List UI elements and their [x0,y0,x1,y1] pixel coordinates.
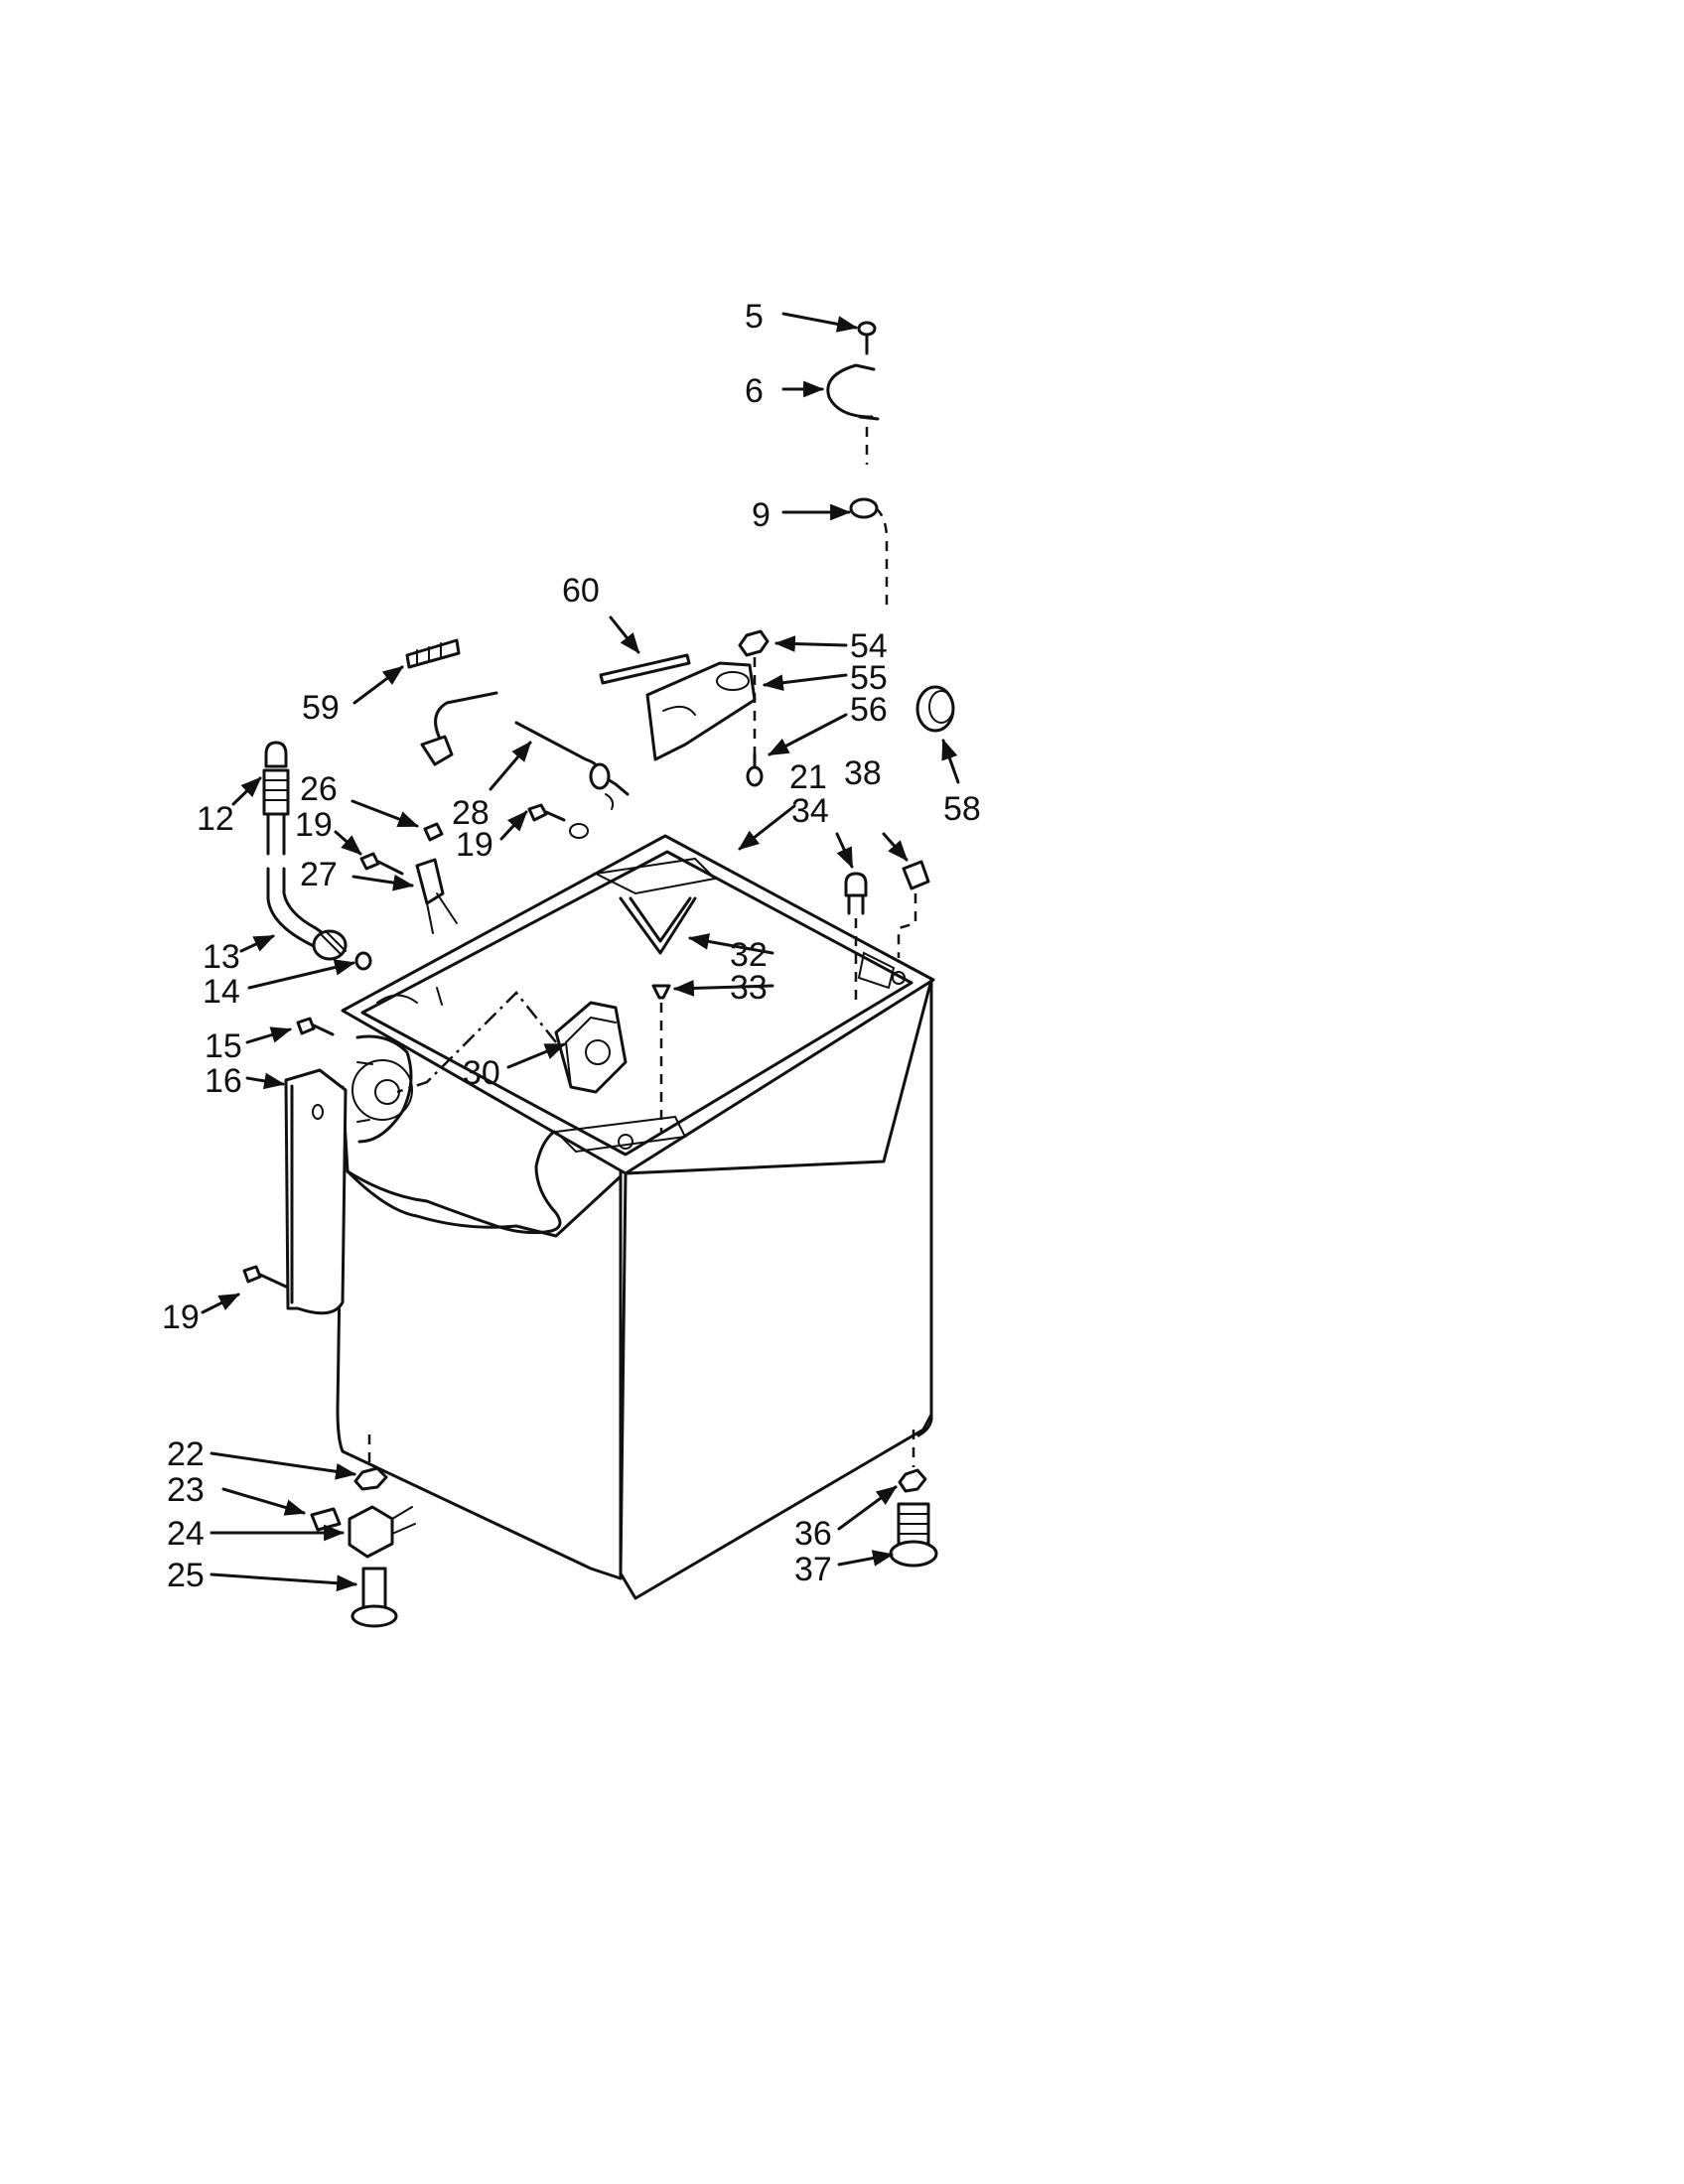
callout-28: 28 [452,794,490,832]
callout-25: 25 [167,1557,205,1594]
callout-19c: 19 [162,1298,200,1336]
callout-9: 9 [752,496,771,534]
part-strip-60 [599,653,691,685]
callout-21: 21 [789,758,827,796]
part-plug-58 [915,685,955,733]
callout-54: 54 [850,627,888,665]
callout-22: 22 [167,1435,205,1473]
cabinet [336,834,935,1600]
part-switch-27 [415,858,445,905]
part-clamp-6 [826,363,880,421]
callout-60: 60 [562,572,600,610]
part-foot-25 [351,1567,398,1628]
callout-33: 33 [730,969,768,1007]
callout-55: 55 [850,659,888,697]
part-timer-30 [396,991,628,1094]
part-tube-13 [262,741,348,961]
callout-12: 12 [197,800,234,838]
callout-15: 15 [205,1027,242,1065]
callout-23: 23 [167,1471,205,1509]
callout-27: 27 [300,856,338,893]
callout-5: 5 [745,298,764,336]
callout-14: 14 [203,973,240,1011]
part-spring-32 [619,896,697,955]
part-nut-22 [353,1466,388,1491]
parts [242,321,955,1628]
part-ring-9 [849,497,879,519]
part-screw-5 [857,321,877,355]
leader-lines [201,312,960,1592]
callout-59: 59 [302,689,340,727]
callout-19b: 19 [456,826,493,864]
part-panel-16 [284,1068,348,1315]
callout-24: 24 [167,1515,205,1553]
callout-58: 58 [943,790,981,828]
part-washer-14 [354,951,372,971]
callout-labels: 5 6 9 60 54 55 56 58 59 12 26 28 19 19 2… [162,298,981,1594]
callout-37: 37 [794,1551,832,1588]
callout-30: 30 [463,1054,500,1092]
callout-16: 16 [205,1062,242,1100]
part-bolt-56 [746,752,764,787]
part-pin-23 [310,1507,342,1532]
part-clip-38 [902,860,930,890]
callout-38: 38 [844,754,882,792]
callout-26: 26 [300,770,338,808]
callout-32: 32 [730,936,768,974]
part-bolt-33 [651,984,671,1000]
callout-34: 34 [791,792,829,830]
callout-13: 13 [203,938,240,976]
part-block-24 [348,1505,394,1559]
part-screw-19b [527,803,548,822]
part-foot-37 [889,1502,938,1568]
part-screw-15 [296,1017,316,1035]
part-clip-59 [405,638,461,669]
part-screw-19a [359,852,380,871]
callout-6: 6 [745,372,764,410]
part-nut-54 [738,629,770,657]
callout-56: 56 [850,691,888,729]
part-nut-34 [844,872,868,915]
part-26 [423,822,444,842]
callout-36: 36 [794,1515,832,1553]
part-screw-19c [242,1265,262,1284]
part-nut-36 [898,1468,927,1493]
callout-19a: 19 [295,806,333,844]
